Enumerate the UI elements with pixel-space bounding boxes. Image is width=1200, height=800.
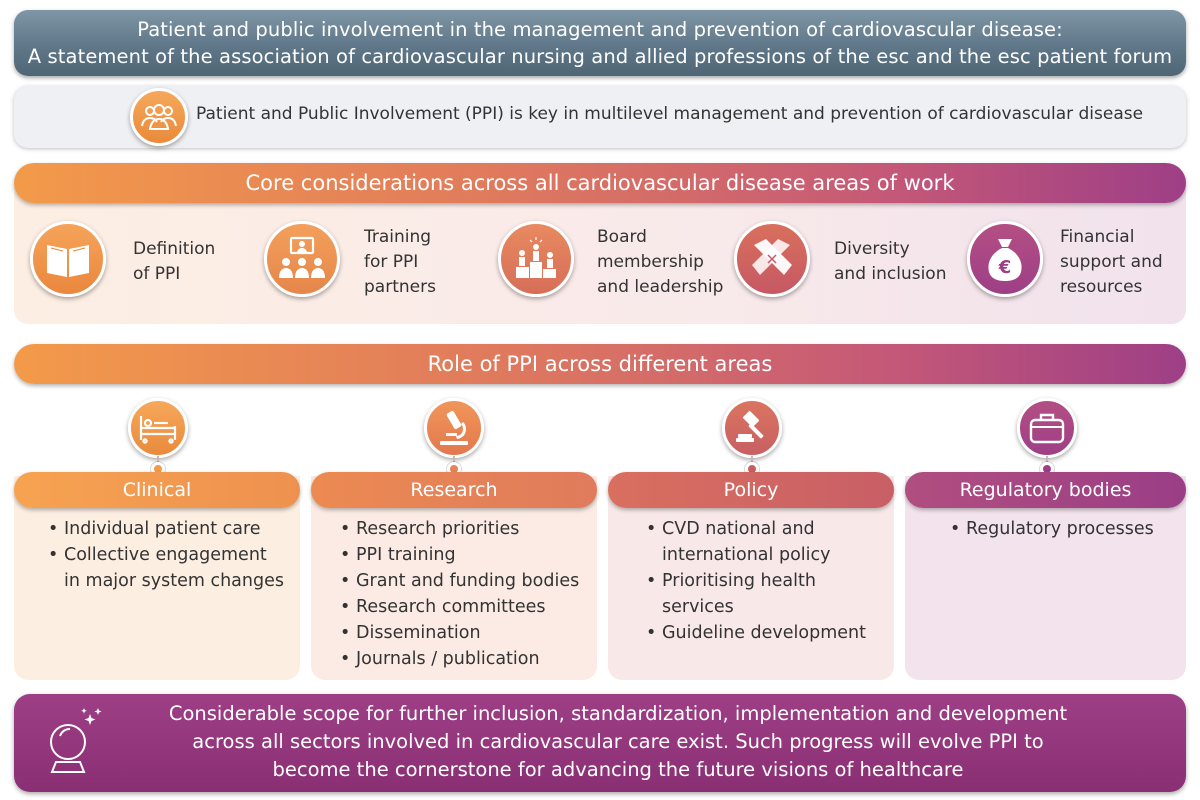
- role-of-ppi-header: Role of PPI across different areas: [14, 344, 1186, 384]
- list-item: Research priorities: [340, 516, 600, 542]
- list-item: Regulatory processes: [950, 516, 1170, 542]
- money-bag-icon: €: [967, 221, 1043, 297]
- list-item: services: [662, 597, 734, 617]
- list-item: Research committees: [340, 594, 600, 620]
- title-line-2: A statement of the association of cardio…: [27, 45, 1173, 68]
- clinical-panel: [14, 476, 300, 680]
- policy-list: CVD national and international policy Pr…: [646, 516, 886, 646]
- list-item: PPI training: [340, 542, 600, 568]
- bottom-summary-banner: [14, 694, 1186, 792]
- list-item: in major system changes: [64, 571, 284, 591]
- crystal-ball-icon: [40, 706, 104, 782]
- euro-symbol: €: [998, 257, 1012, 278]
- list-item: international policy: [662, 545, 831, 565]
- hands-icon: [734, 221, 810, 297]
- book-icon: [30, 221, 106, 297]
- list-item: Prioritising health: [646, 568, 886, 594]
- training-icon: [264, 221, 340, 297]
- list-item: Individual patient care: [48, 516, 296, 542]
- regulatory-panel: [905, 476, 1186, 680]
- regulatory-list: Regulatory processes: [950, 516, 1170, 542]
- list-item: Collective engagement: [48, 542, 296, 568]
- podium-icon: [498, 221, 574, 297]
- page-title: Patient and public involvement in the ma…: [14, 10, 1186, 76]
- people-group-icon: [130, 88, 188, 146]
- list-item: Guideline development: [646, 620, 886, 646]
- list-item: Journals / publication: [340, 646, 600, 672]
- regulatory-header: Regulatory bodies: [905, 472, 1186, 508]
- clinical-list: Individual patient care Collective engag…: [48, 516, 296, 594]
- key-statement-text: Patient and Public Involvement (PPI) is …: [196, 104, 1144, 124]
- hospital-bed-icon: [128, 398, 188, 458]
- microscope-icon: [424, 398, 484, 458]
- bottom-summary-text: Considerable scope for further inclusion…: [168, 702, 1068, 781]
- briefcase-icon: [1017, 398, 1077, 458]
- clinical-header: Clinical: [14, 472, 300, 508]
- gavel-icon: [722, 398, 782, 458]
- list-item: CVD national and: [646, 516, 886, 542]
- title-line-1: Patient and public involvement in the ma…: [137, 18, 1063, 41]
- research-header: Research: [311, 472, 597, 508]
- policy-header: Policy: [608, 472, 894, 508]
- list-item: Dissemination: [340, 620, 600, 646]
- research-list: Research priorities PPI training Grant a…: [340, 516, 600, 672]
- core-considerations-header: Core considerations across all cardiovas…: [14, 163, 1186, 203]
- key-statement-bar: [14, 86, 1186, 148]
- list-item: Grant and funding bodies: [340, 568, 600, 594]
